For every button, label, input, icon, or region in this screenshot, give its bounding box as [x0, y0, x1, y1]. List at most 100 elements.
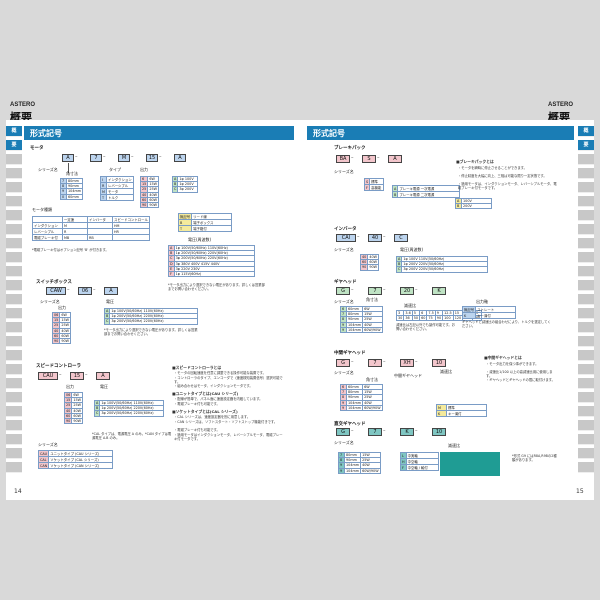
page-number-left: 14: [14, 488, 22, 495]
table-cell: 75: [426, 315, 436, 322]
ra-ratio-block: [440, 452, 500, 476]
ra-title: 直交ギヤヘッド: [334, 422, 366, 427]
gear-k-hdr: 出力軸: [476, 299, 488, 304]
gear-title: ギヤヘッド: [334, 280, 357, 285]
inverter-code-dash: –: [357, 234, 360, 240]
table-cell: 1φ 115V(60Hz): [173, 270, 255, 278]
sidebar-tab: [6, 350, 22, 361]
sidebar-tab: [578, 280, 594, 291]
mid-code-dash: –: [383, 359, 386, 365]
gear-code-box: K: [432, 287, 446, 295]
sidebar-tab: [578, 350, 594, 361]
sidebar-tab: [578, 364, 594, 375]
sidebar-tab: [6, 294, 22, 305]
brake-note: ・停止精度を大幅に向上、三相は可能な限り一定状態です。: [458, 174, 547, 178]
motor-out-hdr: 出力: [140, 167, 148, 172]
switch-code-dash: –: [93, 287, 96, 293]
sidebar-tab: [578, 294, 594, 305]
note-line: ・コントローラのタイプ、エンコーダで（速度検知装置信号）選択可能です。: [174, 376, 283, 385]
table-cell: K: [461, 312, 477, 319]
sidebar-tab: [6, 378, 22, 389]
table-cell: 90: [359, 264, 369, 271]
page-number-right: 15: [576, 488, 584, 495]
note-line: ・電磁ブレーキ付も可能です。: [174, 428, 220, 432]
table-cell: B: [391, 191, 399, 198]
sidebar-tab: [6, 392, 22, 403]
mid-ratio-hdr: 減速比: [440, 369, 452, 374]
ra-code-box: 7: [368, 428, 382, 436]
sidebar-tab: [578, 210, 594, 221]
table-cell: 15W: [59, 317, 71, 324]
speed-title: スピードコントローラ: [36, 364, 81, 369]
sidebar-tab: [6, 322, 22, 333]
gear-code-dash: –: [415, 287, 418, 293]
mid-frame-hdr: 角寸法: [366, 377, 378, 382]
sidebar-tab: [578, 196, 594, 207]
table-cell: 中空軸 / 軸付: [405, 464, 439, 471]
sidebar-tab: [6, 308, 22, 319]
mid-code-box: 10: [432, 359, 446, 367]
table-cell: 電磁ブレーキ付: [32, 234, 63, 241]
ra-series: シリーズ名: [334, 440, 354, 445]
table-cell: 60: [419, 315, 428, 322]
sidebar-tab: [6, 266, 22, 277]
mid-code-dash: –: [351, 359, 354, 365]
gear-frame-hdr: 角寸法: [366, 297, 378, 302]
brake-code-box: A: [388, 155, 402, 163]
table-cell: C: [171, 186, 179, 193]
note-line: ・モータの回転速度を任意に調整できる操作可能な装置です。: [174, 371, 266, 375]
motor-code-dash: –: [131, 154, 134, 160]
ra-code-box: 10: [432, 428, 446, 436]
sidebar-tab: [6, 462, 22, 473]
sidebar-tab: [578, 266, 594, 277]
ra-code-box: K: [400, 428, 414, 436]
motor-kinds-hdr: モータ種類: [32, 207, 52, 212]
sidebar-tab: [6, 336, 22, 347]
sidebar-tab: [578, 336, 594, 347]
brake-series: シリーズ名: [334, 169, 354, 174]
table-cell: 3φ 200V(50/60Hz) 220V(60Hz): [99, 410, 165, 417]
table-cell: トルク: [105, 194, 134, 201]
table-cell: 60W: [71, 412, 83, 419]
switch-note: *モータ出力により選択できない電圧があります。詳しくは営業部までお問い合わせくだ…: [104, 328, 198, 337]
table-cell: K: [436, 410, 447, 417]
sidebar-tab: [6, 168, 22, 179]
table-cell: [112, 234, 150, 241]
note-head: ■ユニットタイプとは(CAU シリーズ): [172, 391, 239, 396]
table-cell: 30: [395, 315, 405, 322]
table-cell: 無記号: [177, 213, 193, 220]
table-cell: T: [177, 225, 193, 232]
sidebar-tab: [578, 238, 594, 249]
mid-code-box: G: [336, 359, 350, 367]
table-cell: 60W: [147, 196, 159, 203]
table-cell: 104mm: [345, 404, 364, 411]
mid-note-head: ■中間ギヤヘッドとは: [484, 355, 522, 360]
sidebar-tab: [6, 238, 22, 249]
gear-ratio-hdr: 減速比: [404, 303, 416, 308]
brake-code-dash: –: [351, 155, 354, 161]
